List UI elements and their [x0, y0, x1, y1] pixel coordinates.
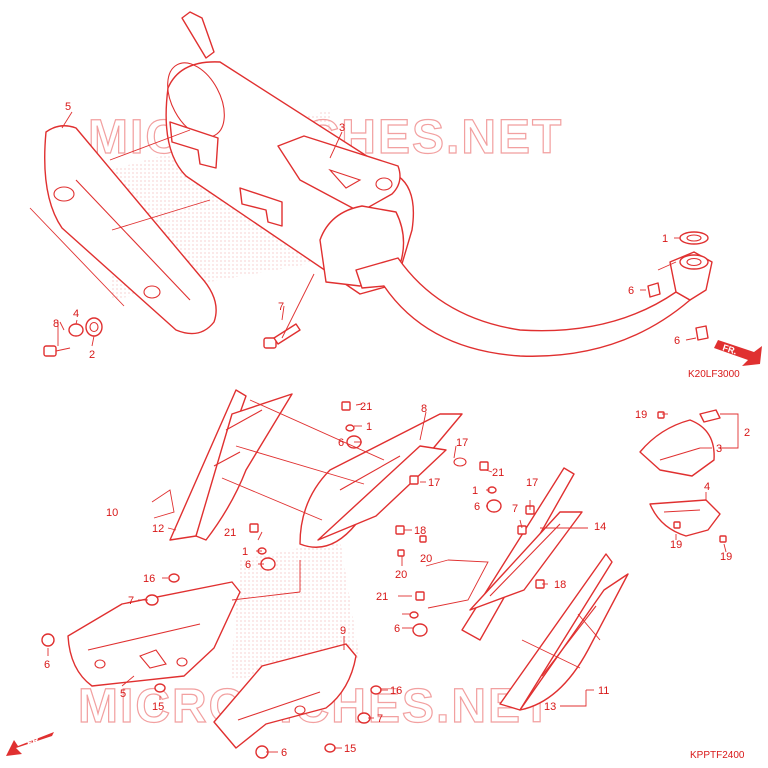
callout-17: 17	[526, 477, 538, 489]
muffler-assembly	[165, 11, 713, 357]
callout-1: 1	[366, 421, 372, 433]
callout-7: 7	[278, 301, 284, 313]
callout-21: 21	[376, 591, 388, 603]
callout-8: 8	[421, 403, 427, 415]
cover-12	[169, 389, 293, 541]
cover-4-right	[649, 499, 721, 537]
callout-8: 8	[53, 318, 59, 330]
callout-7: 7	[128, 595, 134, 607]
callout-5: 5	[120, 688, 126, 700]
callout-19: 19	[720, 551, 732, 563]
callout-17: 17	[428, 477, 440, 489]
callout-6: 6	[245, 559, 251, 571]
callout-15: 15	[344, 743, 356, 755]
callout-6: 6	[44, 659, 50, 671]
fr-arrow-upper: FR.	[714, 340, 762, 366]
upper-leader-lines	[29, 111, 697, 347]
callout-15: 15	[152, 701, 164, 713]
callout-6: 6	[394, 623, 400, 635]
stipple-lower	[230, 540, 360, 680]
callout-2: 2	[744, 427, 750, 439]
callout-9: 9	[340, 625, 346, 637]
callout-2: 2	[89, 349, 95, 361]
fr-arrow-lower: FR.	[6, 732, 54, 756]
fr-arrow-upper-label: FR.	[721, 342, 738, 356]
callout-20: 20	[395, 569, 407, 581]
callout-20: 20	[420, 553, 432, 565]
cover-8	[299, 413, 467, 548]
callout-5: 5	[65, 101, 71, 113]
callout-12: 12	[152, 523, 164, 535]
callout-19: 19	[635, 409, 647, 421]
callout-11: 11	[598, 685, 609, 697]
callout-7: 7	[377, 713, 383, 725]
diagram-code-upper: K20LF3000	[688, 369, 740, 380]
muffler-protector	[44, 125, 217, 335]
callout-21: 21	[360, 401, 372, 413]
callout-7: 7	[512, 503, 518, 515]
callout-1: 1	[662, 233, 668, 245]
callout-1: 1	[242, 546, 248, 558]
cover-9	[213, 643, 357, 749]
fr-arrow-lower-label: FR.	[26, 734, 43, 748]
callout-1: 1	[472, 485, 478, 497]
callout-17: 17	[456, 437, 468, 449]
callout-6: 6	[338, 437, 344, 449]
cover-14	[461, 467, 583, 641]
callout-16: 16	[143, 573, 155, 585]
callout-21: 21	[492, 467, 504, 479]
callout-19: 19	[670, 539, 682, 551]
callout-4: 4	[73, 308, 79, 320]
callout-10: 10	[106, 507, 118, 519]
callout-3: 3	[339, 122, 345, 134]
callout-18: 18	[554, 579, 566, 591]
cover-3-right	[639, 409, 721, 477]
cover-11	[499, 553, 629, 711]
diagram-code-lower: KPPTF2400	[690, 750, 745, 761]
callout-18: 18	[414, 525, 426, 537]
exhaust-gasket	[679, 231, 709, 245]
callout-6: 6	[674, 335, 680, 347]
callout-4: 4	[704, 481, 710, 493]
callouts: 5 3 1 6 6 7 8 4 2 10 12 21 1 6 8 17 17 1…	[44, 101, 750, 759]
callout-6: 6	[474, 501, 480, 513]
lower-leader-lines	[47, 399, 739, 753]
callout-6: 6	[628, 285, 634, 297]
callout-14: 14	[594, 521, 606, 533]
callout-21: 21	[224, 527, 236, 539]
cover-5-lower	[67, 581, 241, 687]
callout-3: 3	[716, 443, 722, 455]
callout-16: 16	[390, 685, 402, 697]
callout-13: 13	[544, 701, 556, 713]
callout-6: 6	[281, 747, 287, 759]
